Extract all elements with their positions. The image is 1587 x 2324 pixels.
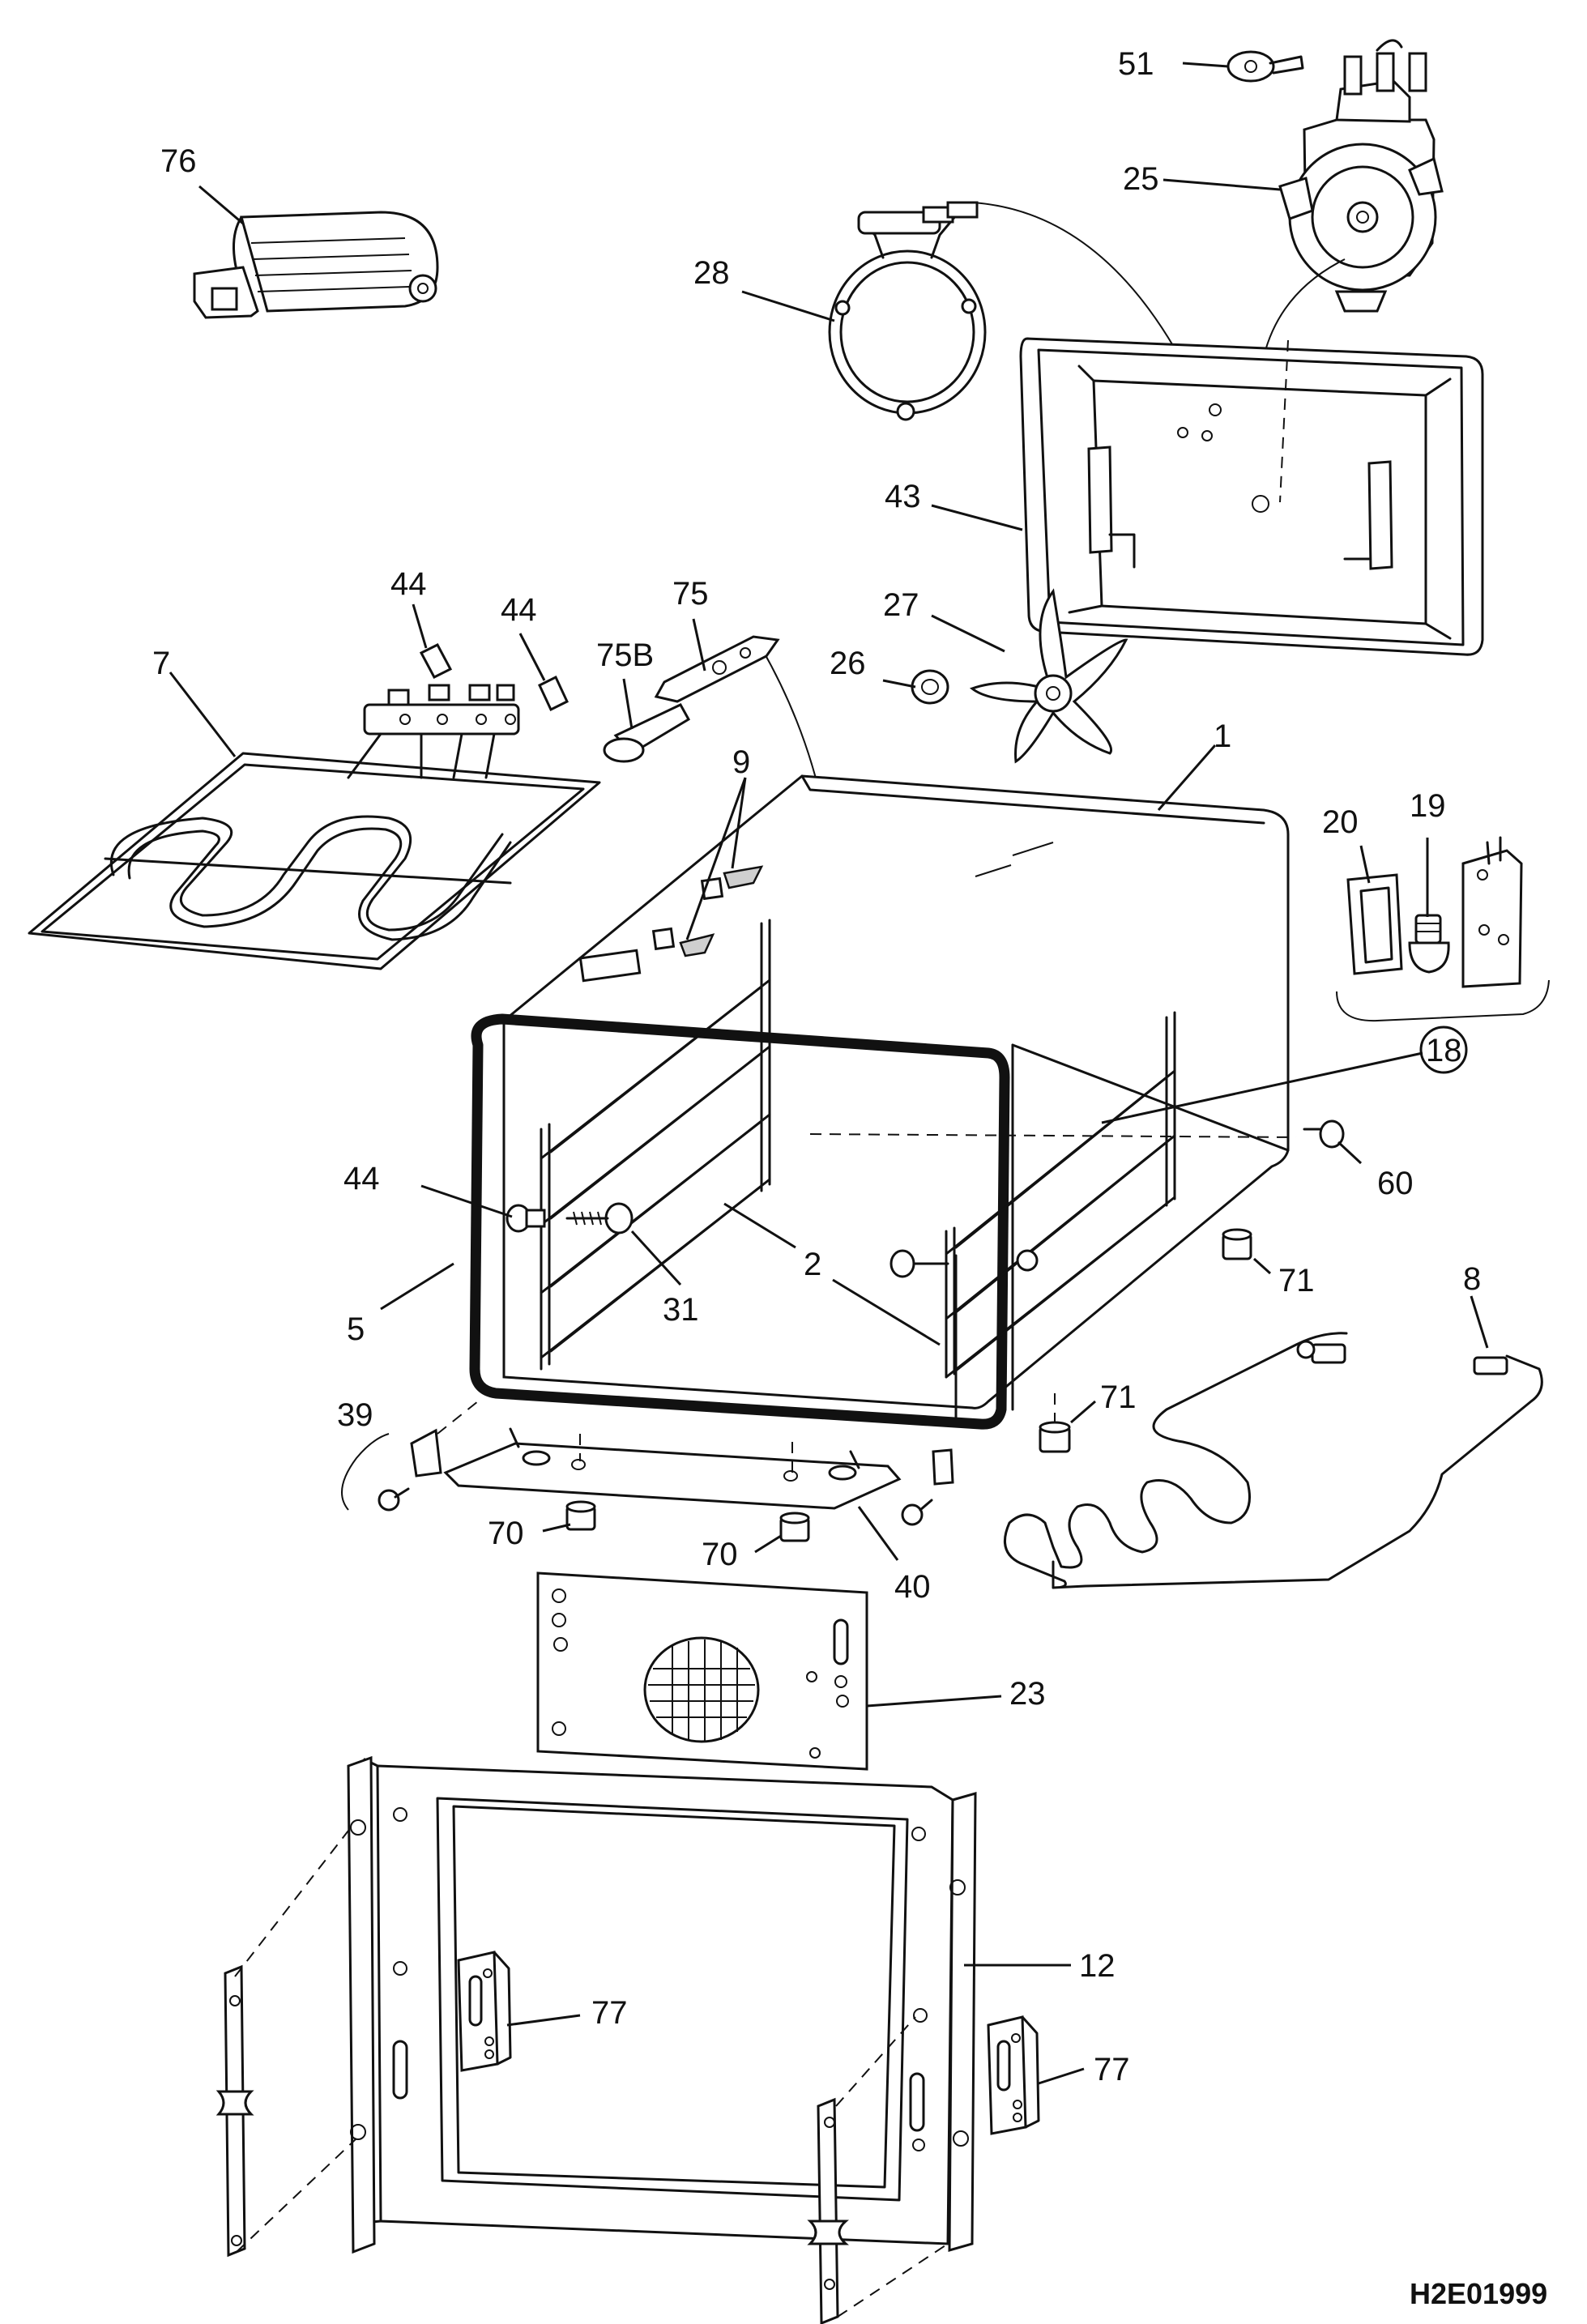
callout-40: 40 bbox=[894, 1569, 931, 1605]
part-9-clips bbox=[679, 865, 764, 957]
callout-9: 9 bbox=[732, 744, 750, 780]
part-70-foot-b bbox=[779, 1512, 810, 1542]
part-7-grill-element bbox=[28, 684, 601, 970]
part-12-front-frame bbox=[347, 1755, 977, 2254]
part-2-shelf-runners bbox=[540, 919, 1176, 1419]
callout-circle-18 bbox=[1419, 1026, 1468, 1074]
part-44-connector-c bbox=[506, 1204, 546, 1233]
callout-43: 43 bbox=[885, 479, 921, 514]
part-27-fan-blade bbox=[969, 588, 1128, 764]
part-23-cover-plate bbox=[536, 1571, 868, 1771]
callout-27: 27 bbox=[883, 587, 919, 623]
callout-44-top-left: 44 bbox=[390, 566, 427, 602]
frame-rail-left bbox=[215, 1830, 357, 2258]
callout-71-upper: 71 bbox=[1278, 1263, 1315, 1298]
callout-12: 12 bbox=[1079, 1948, 1116, 1984]
callout-44-top-right: 44 bbox=[501, 592, 537, 628]
frame-rail-centre bbox=[807, 2016, 949, 2324]
part-44-connector-a bbox=[419, 643, 453, 679]
part-51-probe bbox=[1227, 50, 1304, 83]
part-40-base-plate bbox=[443, 1427, 902, 1510]
part-5-door-seal bbox=[469, 1013, 1010, 1430]
callout-5: 5 bbox=[347, 1311, 365, 1347]
callout-1: 1 bbox=[1214, 719, 1231, 754]
callout-19: 19 bbox=[1410, 788, 1446, 824]
brace-18 bbox=[1336, 979, 1550, 1022]
callout-28: 28 bbox=[693, 255, 730, 291]
callout-75B: 75B bbox=[596, 638, 654, 673]
diagram-code: H2E01999 bbox=[1410, 2277, 1547, 2310]
screw-right bbox=[889, 1249, 1039, 1278]
callout-26: 26 bbox=[830, 646, 866, 681]
part-71-foot-b bbox=[1039, 1393, 1071, 1453]
callout-75: 75 bbox=[672, 576, 709, 612]
part-44-connector-b bbox=[538, 675, 569, 712]
part-70-foot-a bbox=[565, 1500, 596, 1531]
callout-71-lower: 71 bbox=[1100, 1379, 1137, 1415]
part-28-circular-element bbox=[828, 201, 987, 421]
part-75-bracket bbox=[654, 635, 780, 703]
callout-8: 8 bbox=[1463, 1261, 1481, 1297]
callout-51: 51 bbox=[1118, 46, 1154, 82]
callout-39: 39 bbox=[337, 1397, 373, 1433]
part-76-cover bbox=[193, 211, 439, 319]
part-60-grommet bbox=[1303, 1119, 1345, 1149]
callout-70-right: 70 bbox=[702, 1537, 738, 1572]
part-77-hinge-bracket-b bbox=[987, 2015, 1040, 2135]
callout-77-right: 77 bbox=[1094, 2052, 1130, 2087]
callout-7: 7 bbox=[152, 646, 170, 681]
part-19-lamp-bulb bbox=[1408, 914, 1450, 974]
callout-77-left: 77 bbox=[591, 1995, 628, 2031]
callout-44-side: 44 bbox=[343, 1161, 380, 1196]
callout-23: 23 bbox=[1009, 1676, 1046, 1712]
callout-76: 76 bbox=[160, 143, 197, 179]
part-8-lower-element bbox=[1003, 1332, 1543, 1589]
part-26-fan-nut bbox=[911, 669, 949, 705]
callout-2: 2 bbox=[804, 1247, 821, 1282]
leader-lines bbox=[169, 62, 1489, 2085]
part-25-fan-motor bbox=[1278, 39, 1444, 313]
part-71-foot-a bbox=[1222, 1228, 1252, 1260]
part-75B-lamp-cover bbox=[603, 703, 691, 763]
part-lamp-housing bbox=[1461, 836, 1523, 988]
part-20-lamp-gasket bbox=[1346, 873, 1403, 975]
part-77-hinge-bracket-a bbox=[457, 1951, 512, 2072]
callout-labels: 51 25 76 28 43 44 44 75 75B 27 7 26 9 1 … bbox=[152, 46, 1547, 2310]
part-1-oven-cavity bbox=[502, 774, 1297, 1411]
callout-18: 18 bbox=[1426, 1033, 1462, 1068]
callout-20: 20 bbox=[1322, 804, 1359, 840]
callout-31: 31 bbox=[663, 1292, 699, 1328]
part-31-screw bbox=[565, 1202, 634, 1234]
part-43-rear-panel bbox=[1019, 337, 1484, 656]
part-39-hinge-clips bbox=[341, 1401, 954, 1526]
callout-70-left: 70 bbox=[488, 1516, 524, 1551]
callout-25: 25 bbox=[1123, 161, 1159, 197]
callout-60: 60 bbox=[1377, 1166, 1414, 1201]
